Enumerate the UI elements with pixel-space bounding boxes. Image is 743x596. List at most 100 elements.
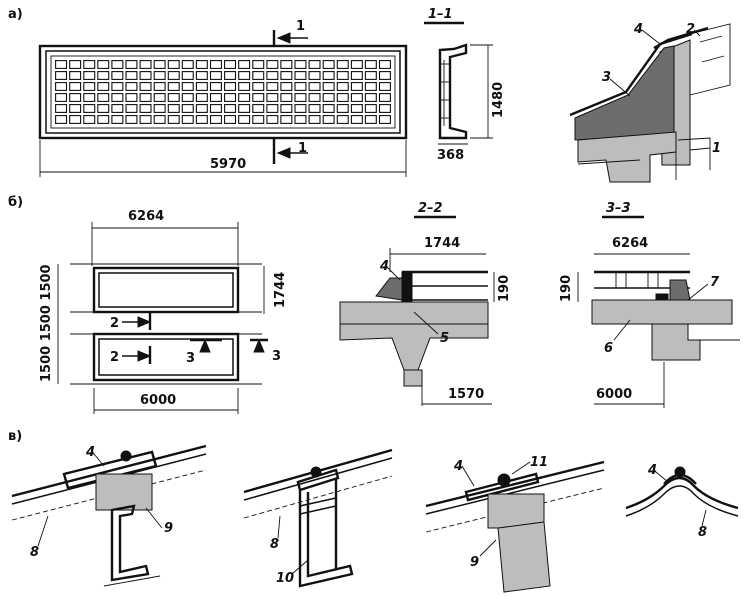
panel-cell <box>181 115 194 124</box>
wood-block-1 <box>95 473 153 511</box>
panel-cell <box>322 82 335 91</box>
part-v-joint-details: в) 4 9 8 8 <box>8 429 739 593</box>
panel-cell <box>167 104 180 113</box>
panel-cell <box>252 93 265 102</box>
roof-insulation <box>574 45 675 141</box>
cover-strip-2 <box>296 468 340 492</box>
z-profile-1 <box>110 504 150 582</box>
panel-cell <box>336 93 349 102</box>
panel-cell <box>69 93 82 102</box>
panel-cell <box>97 104 110 113</box>
dim-1744-section: 1744 <box>424 236 460 251</box>
skylight-frame-upper <box>92 266 240 314</box>
panel-cell <box>125 82 138 91</box>
panel-cell <box>266 93 279 102</box>
panel-cell <box>364 115 377 124</box>
leader-4-b <box>387 267 401 281</box>
cut-2-label-lower: 2 <box>110 350 119 365</box>
panel-cell <box>280 104 293 113</box>
panel-cell <box>266 115 279 124</box>
callout-3-a: 3 <box>602 70 611 85</box>
panel-cell <box>336 115 349 124</box>
panel-cell <box>195 60 208 69</box>
panel-cell <box>181 60 194 69</box>
panel-cell <box>153 60 166 69</box>
callout-6-b: 6 <box>604 341 613 356</box>
panel-cell <box>364 82 377 91</box>
panel-cell <box>266 82 279 91</box>
slab-insulation <box>339 301 489 325</box>
panel-outline <box>38 44 408 140</box>
leader-5-b <box>413 311 439 335</box>
s3-beam <box>651 323 701 361</box>
dim-6000-section: 6000 <box>596 387 632 402</box>
callout-11-v3: 11 <box>530 455 548 470</box>
skylight-inner-lower <box>98 338 234 376</box>
panel-cell <box>294 115 307 124</box>
panel-cell <box>139 104 152 113</box>
leader-9-v3 <box>479 539 497 557</box>
cut-2-label-upper: 2 <box>110 316 119 331</box>
callout-9-v3: 9 <box>470 555 479 570</box>
panel-cell <box>294 60 307 69</box>
panel-cell <box>111 71 124 80</box>
panel-cell <box>238 93 251 102</box>
panel-cell <box>97 60 110 69</box>
dim-5970: 5970 <box>210 157 246 172</box>
panel-cell <box>209 71 222 80</box>
panel-cell <box>125 93 138 102</box>
dim-190-s2: 190 <box>497 275 512 302</box>
panel-cell <box>280 93 293 102</box>
leader-8-v1 <box>37 515 49 547</box>
dim-1480: 1480 <box>491 82 506 118</box>
panel-cell <box>209 104 222 113</box>
dim-1744-plan: 1744 <box>273 272 288 308</box>
wood-block-3 <box>487 493 545 529</box>
panel-cell <box>294 82 307 91</box>
panel-cell <box>97 71 110 80</box>
panel-cell <box>294 71 307 80</box>
sheet-2-bottom <box>243 457 393 501</box>
panel-cell <box>308 93 321 102</box>
panel-cell <box>181 93 194 102</box>
part-a-roof-detail: 4 2 3 1 <box>569 22 731 183</box>
leader-3-a <box>609 78 631 97</box>
arrow-head-bottom <box>276 147 291 159</box>
panel-cell-grid <box>55 60 391 124</box>
panel-cell <box>167 93 180 102</box>
roof-slab <box>577 131 677 183</box>
box-profile-2-inner <box>299 497 337 515</box>
panel-cell <box>266 71 279 80</box>
panel-cell <box>153 93 166 102</box>
panel-cell <box>280 82 293 91</box>
leader-9-v1 <box>145 507 163 529</box>
sheet-2-axis <box>243 475 393 519</box>
joint-detail-2: 8 10 <box>243 448 393 588</box>
panel-cell <box>195 71 208 80</box>
panel-cell <box>111 93 124 102</box>
callout-4-b: 4 <box>379 259 389 274</box>
panel-cell <box>111 104 124 113</box>
part-b-label: б) <box>8 195 23 210</box>
bolt-head-3 <box>497 473 511 487</box>
s3-flashing <box>669 279 691 301</box>
panel-cell <box>139 60 152 69</box>
panel-cell <box>55 71 68 80</box>
callout-7-b: 7 <box>710 275 720 290</box>
panel-cell <box>153 82 166 91</box>
panel-cell <box>336 71 349 80</box>
panel-cell <box>224 104 237 113</box>
panel-cell <box>378 71 391 80</box>
leader-4-v3 <box>461 465 475 487</box>
panel-cell <box>280 60 293 69</box>
panel-cell <box>181 71 194 80</box>
cut-3-arrow-left <box>199 338 211 353</box>
part-b-section-2-2: 2–2 1744 190 1570 4 5 <box>339 201 512 406</box>
skylight-frame-lower <box>92 332 240 382</box>
flashing-cap <box>653 26 709 50</box>
slab-rib <box>339 323 489 371</box>
panel-grid-border <box>50 55 396 129</box>
cut-2-arrow-upper <box>137 316 152 328</box>
panel-cell <box>195 82 208 91</box>
panel-cell <box>69 82 82 91</box>
